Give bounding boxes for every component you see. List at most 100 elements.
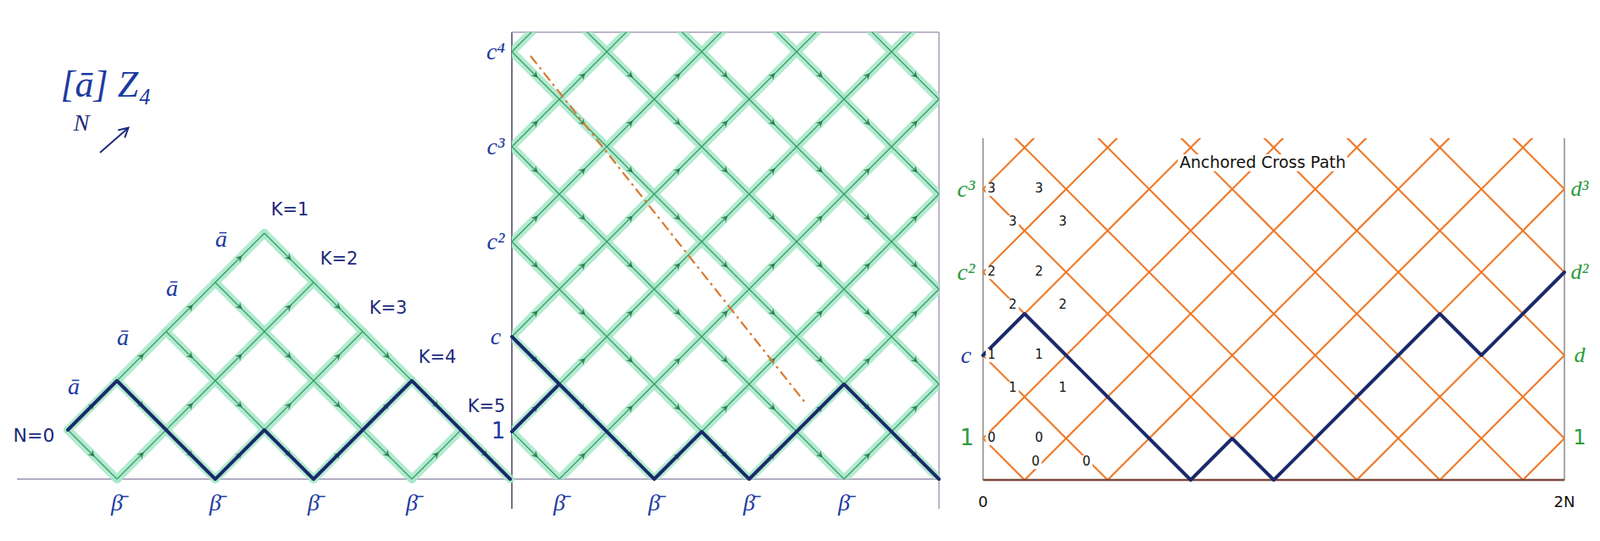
lattice-edge (1190, 313, 1233, 356)
lattice-edge (1190, 355, 1233, 397)
green-band (749, 383, 797, 432)
lattice-edge (844, 288, 892, 337)
green-band (215, 282, 265, 332)
height-label: c (961, 342, 972, 367)
green-band (891, 336, 939, 384)
height-label: d² (1571, 260, 1589, 284)
green-band (215, 380, 265, 430)
cell-number: 1 (985, 348, 998, 362)
lattice-edge (1273, 230, 1316, 273)
lattice-edge (1356, 230, 1399, 273)
lattice-edge (844, 99, 892, 147)
orange-lattice-right (983, 138, 1565, 480)
lattice-edge (701, 288, 750, 337)
lattice-edge (362, 429, 412, 479)
lattice-edge (701, 99, 750, 147)
lattice-edge (1149, 138, 1191, 148)
lattice-edge (1024, 138, 1067, 148)
lattice-edge (1107, 313, 1150, 356)
step-label: ā (116, 324, 129, 350)
lattice-edge (1149, 396, 1191, 439)
lattice-edge (1273, 355, 1316, 397)
lattice-edge (166, 331, 216, 381)
green-band (654, 51, 702, 100)
cell-number: 0 (1029, 455, 1042, 469)
lattice-edge (264, 331, 314, 381)
cell-number: 3 (1056, 215, 1069, 229)
green-band (891, 241, 939, 289)
lattice-edge (1066, 438, 1108, 480)
green-band (796, 336, 845, 384)
lattice-edge (1107, 138, 1150, 148)
green-band (891, 288, 939, 337)
lattice-edge (1149, 230, 1191, 273)
green-band (796, 288, 845, 337)
lattice-edge (1522, 188, 1565, 231)
k-index-label: K=2 (320, 249, 359, 268)
lattice-edge (1439, 272, 1482, 314)
lattice-edge (411, 429, 462, 479)
lattice-edge (1439, 138, 1482, 148)
lattice-edge (983, 138, 1025, 148)
lattice-edge (1149, 272, 1191, 314)
green-band (559, 288, 607, 337)
lattice-edge (749, 32, 797, 52)
green-band (511, 99, 560, 147)
lattice-edge (701, 241, 750, 289)
lattice-edge (1232, 355, 1274, 397)
lattice-edge (511, 241, 560, 289)
lattice-edge (1439, 188, 1482, 231)
green-band (701, 336, 750, 384)
green-band (749, 32, 797, 52)
green-band (559, 146, 607, 195)
lattice-edge (654, 336, 702, 384)
green-band (511, 32, 560, 52)
lattice-edge (1481, 272, 1523, 314)
green-band (654, 32, 702, 52)
green-band (701, 32, 750, 52)
base-line (16, 477, 511, 480)
green-band (362, 331, 412, 381)
lattice-edge (844, 146, 892, 195)
green-band (606, 336, 655, 384)
green-lattice-left (67, 233, 511, 479)
lattice-edge (1107, 438, 1150, 480)
height-label: c² (957, 259, 976, 284)
lattice-edge (796, 431, 845, 479)
green-band (264, 282, 314, 332)
step-label: β̄ (648, 489, 661, 515)
lattice-edge (654, 194, 702, 242)
cell-number: 3 (985, 182, 998, 196)
cell-number: 2 (1056, 298, 1069, 312)
lattice-edge (1398, 230, 1440, 273)
height-label: c (490, 323, 501, 349)
lattice-edge (749, 99, 797, 147)
lattice-edge (891, 288, 939, 337)
green-band (606, 51, 655, 100)
height-label: c³ (487, 133, 506, 159)
lattice-edge (796, 194, 845, 242)
step-label: ā (215, 226, 228, 251)
green-band (559, 194, 607, 242)
green-band (559, 241, 607, 289)
lattice-edge (749, 146, 797, 195)
green-band (606, 32, 655, 52)
lattice-edge (67, 429, 117, 479)
lattice-edge (1066, 272, 1108, 314)
lattice-edge (511, 431, 560, 479)
start-label: N=0 (13, 425, 56, 445)
lattice-edge (1024, 438, 1067, 480)
lattice-edge (1024, 230, 1067, 273)
cell-number: 1 (1006, 381, 1019, 395)
lattice-edge (166, 380, 216, 430)
lattice-edge (796, 146, 845, 195)
lattice-edge (1315, 138, 1357, 148)
dashed-guide-line (530, 55, 806, 404)
step-label: β̄ (405, 489, 418, 515)
green-band (654, 241, 702, 289)
lattice-edge (1522, 138, 1565, 148)
lattice-edge (891, 146, 939, 195)
green-band (654, 288, 702, 337)
lattice-edge (511, 288, 560, 337)
